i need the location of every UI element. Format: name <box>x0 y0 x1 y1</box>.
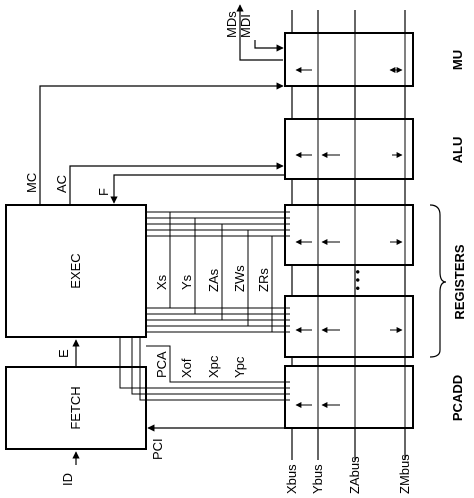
label-pci: PCI <box>150 438 165 460</box>
pcadd-control-lines <box>119 337 290 401</box>
label-exec: EXEC <box>68 253 83 288</box>
label-ypc: Ypc <box>232 356 247 378</box>
label-ys: Ys <box>179 274 194 290</box>
label-xof: Xof <box>179 358 194 378</box>
pcadd-box <box>284 365 414 429</box>
label-zrs: ZRs <box>256 268 271 292</box>
label-zas: ZAs <box>206 268 221 292</box>
label-e: E <box>56 349 71 358</box>
label-fetch: FETCH <box>68 386 83 429</box>
label-registers: REGISTERS <box>452 244 467 319</box>
label-mds: MDs <box>224 11 239 38</box>
label-alu: ALU <box>450 137 465 164</box>
fetch-box <box>5 366 147 450</box>
label-zabus: ZAbus <box>347 456 362 494</box>
box-port-arrows <box>295 67 403 408</box>
bus-lines-inside-boxes <box>317 33 406 428</box>
label-xbus: Xbus <box>284 464 299 494</box>
label-pcadd: PCADD <box>450 375 465 421</box>
registers-ellipsis: • • • <box>350 269 365 290</box>
label-pca: PCA <box>154 351 169 378</box>
label-id: ID <box>60 473 75 486</box>
label-zmbus: ZMbus <box>397 454 412 494</box>
exec-box <box>5 204 147 338</box>
label-mc: MC <box>24 173 39 193</box>
label-xs: Xs <box>154 274 169 290</box>
label-ybus: Ybus <box>310 464 325 494</box>
register-box-1 <box>284 204 414 266</box>
label-zws: ZWs <box>232 265 247 292</box>
mc-line <box>39 82 284 205</box>
label-f: F <box>96 188 111 196</box>
label-ac: AC <box>54 175 69 193</box>
label-mu: MU <box>450 50 465 70</box>
alu-box <box>284 118 414 180</box>
registers-brace <box>429 204 447 358</box>
label-mdi: MDI <box>238 14 253 38</box>
mds-line <box>236 4 283 61</box>
f-line <box>110 174 285 204</box>
ac-line <box>69 162 284 205</box>
register-box-2 <box>284 295 414 358</box>
label-xpc: Xpc <box>206 355 221 378</box>
mdi-line <box>254 40 284 52</box>
register-select-lines <box>146 211 290 333</box>
mu-box <box>284 32 414 87</box>
